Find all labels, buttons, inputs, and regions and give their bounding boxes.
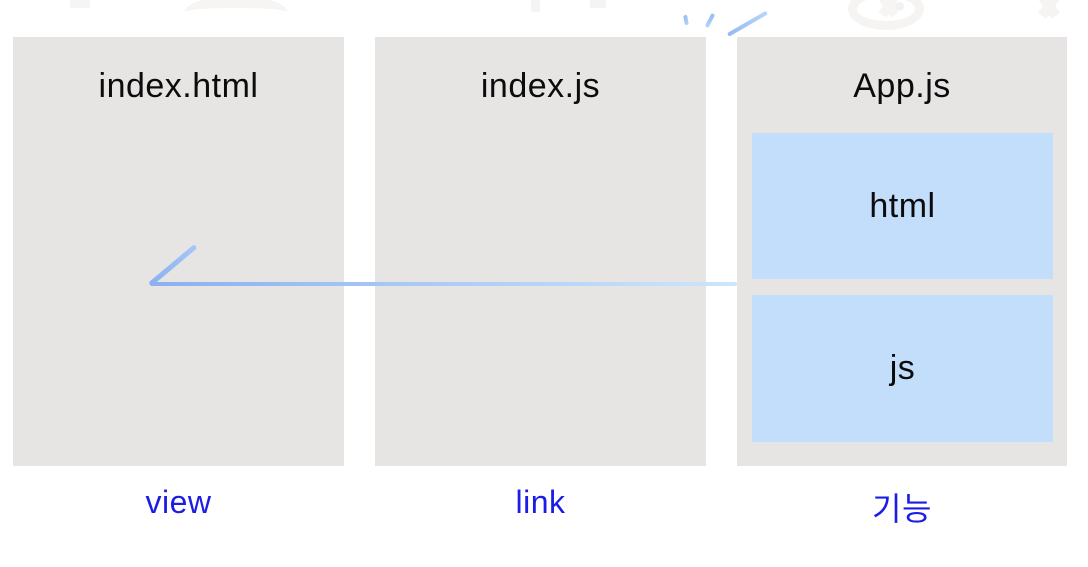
- watermark-shape: [531, 0, 540, 12]
- watermark-shape: [590, 0, 606, 8]
- file-title-index-js: index.js: [480, 67, 601, 105]
- file-box-app-js: App.js html js: [737, 37, 1067, 466]
- watermark-shape: [70, 0, 90, 8]
- file-title-app-js: App.js: [853, 67, 951, 105]
- module-box-js: js: [752, 295, 1053, 442]
- module-box-html: html: [752, 133, 1053, 279]
- emphasis-spark-icon: [727, 10, 768, 37]
- watermark-shape: [848, 0, 924, 30]
- module-label-js: js: [889, 349, 916, 387]
- emphasis-spark-icon: [704, 12, 716, 29]
- connector-arrow-shaft: [150, 282, 737, 286]
- emphasis-spark-icon: [683, 14, 689, 26]
- file-box-index-js: index.js: [375, 37, 706, 466]
- caption-link: link: [515, 484, 566, 520]
- watermark-shape: [185, 0, 287, 28]
- module-label-html: html: [869, 186, 936, 225]
- caption-view: view: [145, 484, 212, 520]
- file-title-index-html: index.html: [98, 67, 259, 105]
- watermark-shape: [895, 2, 904, 11]
- caption-feature: 기능: [872, 491, 932, 527]
- file-box-index-html: index.html: [13, 37, 344, 466]
